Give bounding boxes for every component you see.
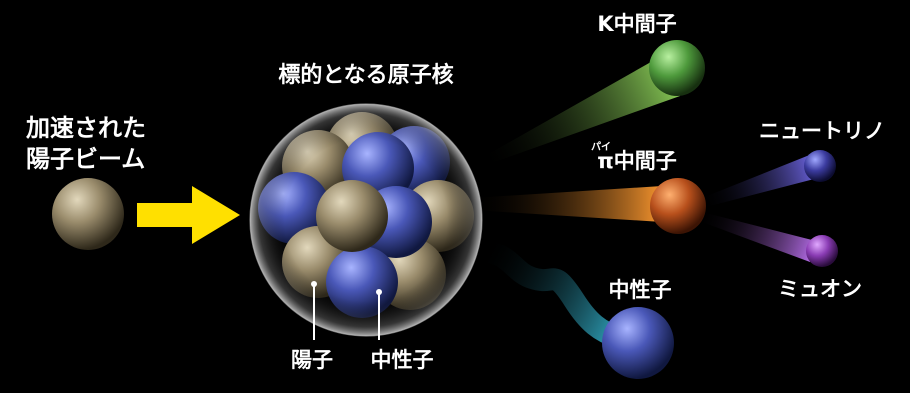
- proton-label: 陽子: [291, 348, 333, 372]
- neutrino-label: ニュートリノ: [759, 119, 885, 143]
- nucleus: [249, 103, 483, 337]
- beam-arrow-icon: [137, 186, 240, 244]
- beam-label-line2: 陽子ビーム: [26, 145, 145, 173]
- pion-label: π中間子: [597, 149, 677, 173]
- pion-ruby: パイ: [591, 141, 611, 153]
- neutron-out-label: 中性子: [609, 278, 672, 302]
- kaon-ball: [649, 40, 705, 96]
- beam-proton-ball: [52, 178, 124, 250]
- pion-trail: [472, 186, 662, 222]
- pion-ball: [650, 178, 706, 234]
- muon-label: ミュオン: [778, 277, 862, 301]
- neutron-trail: [467, 240, 631, 349]
- muon-trail: [702, 212, 812, 262]
- muon-ball: [806, 235, 838, 267]
- kaon-label: K中間子: [597, 12, 676, 36]
- nucleus-label: 標的となる原子核: [278, 62, 453, 88]
- kaon-trail: [478, 58, 680, 168]
- neutrino-trail: [702, 154, 818, 208]
- beam-label-line1: 加速された: [26, 114, 146, 142]
- neutron-label: 中性子: [371, 348, 434, 372]
- neutrino-ball: [804, 150, 836, 182]
- neutron-out-ball: [602, 307, 674, 379]
